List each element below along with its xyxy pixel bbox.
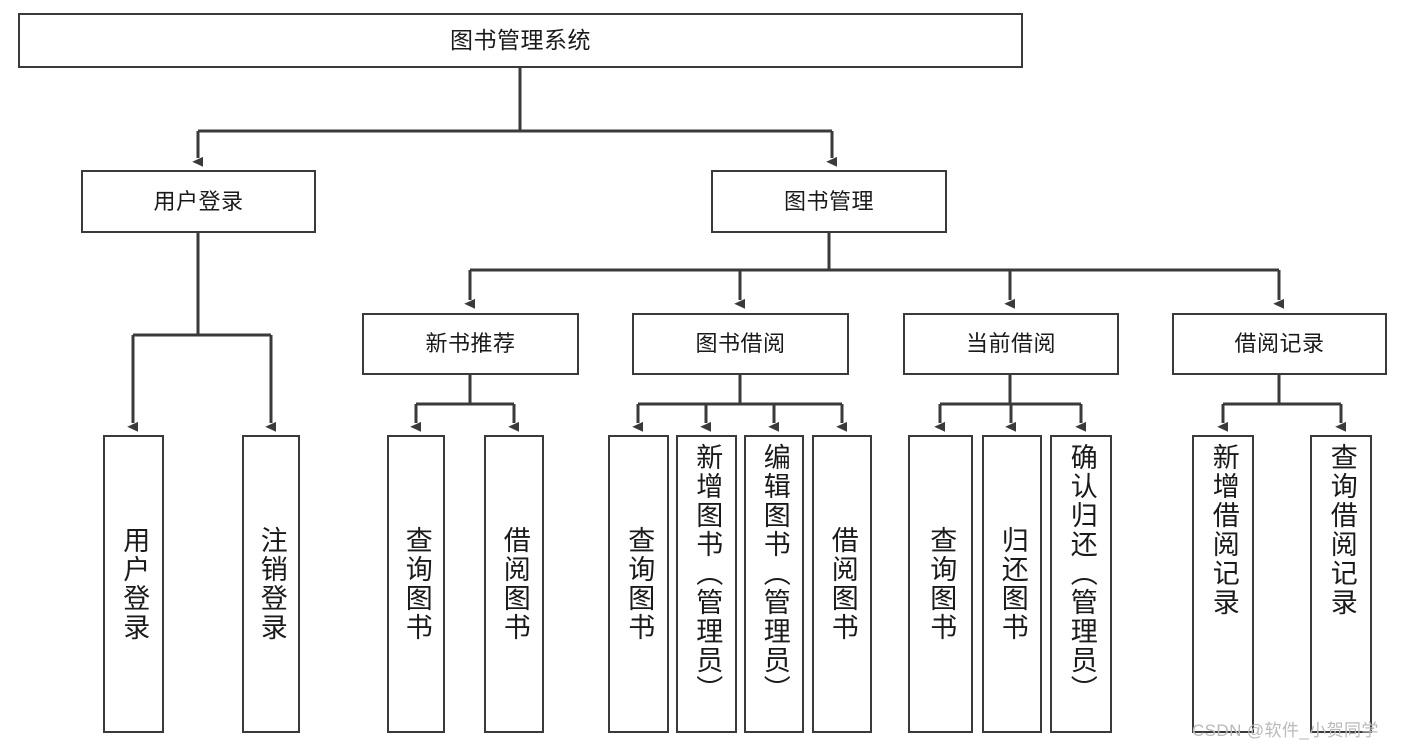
node-label: 用户登录 [119, 526, 150, 642]
node-label: 查询图书 [926, 526, 957, 642]
node-label: 借阅图书 [499, 526, 530, 642]
node-leaf-add-record[interactable]: 新增借阅记录 [1192, 435, 1254, 733]
node-user-login[interactable]: 用户登录 [81, 170, 316, 233]
node-leaf-query-record[interactable]: 查询借阅记录 [1310, 435, 1372, 733]
node-label: 查询图书 [401, 526, 432, 642]
node-label: 查询图书 [624, 526, 655, 642]
node-leaf-confirm-return[interactable]: 确认归还（管理员） [1050, 435, 1112, 733]
node-label: 当前借阅 [965, 331, 1056, 357]
node-leaf-borrow-book-1[interactable]: 借阅图书 [484, 435, 544, 733]
node-label: 编辑图书（管理员） [759, 443, 790, 704]
node-new-book-rec[interactable]: 新书推荐 [362, 313, 579, 375]
node-label: 新增借阅记录 [1208, 443, 1239, 617]
node-leaf-query-book-3[interactable]: 查询图书 [908, 435, 973, 733]
node-leaf-add-book[interactable]: 新增图书（管理员） [676, 435, 737, 733]
node-leaf-user-login[interactable]: 用户登录 [103, 435, 164, 733]
watermark: CSDN @软件_小贺同学 [1192, 721, 1379, 740]
node-book-borrow[interactable]: 图书借阅 [632, 313, 849, 375]
node-label: 借阅图书 [827, 526, 858, 642]
node-label: 新书推荐 [425, 331, 516, 357]
node-book-manage[interactable]: 图书管理 [711, 170, 947, 233]
node-label: 用户登录 [153, 188, 244, 214]
node-leaf-query-book-1[interactable]: 查询图书 [387, 435, 445, 733]
node-label: 查询借阅记录 [1326, 443, 1357, 617]
node-root[interactable]: 图书管理系统 [18, 13, 1023, 68]
node-borrow-record[interactable]: 借阅记录 [1172, 313, 1387, 375]
node-label: 图书管理系统 [450, 27, 591, 54]
node-label: 借阅记录 [1234, 331, 1325, 357]
node-leaf-query-book-2[interactable]: 查询图书 [608, 435, 669, 733]
node-leaf-borrow-book-2[interactable]: 借阅图书 [812, 435, 872, 733]
node-label: 注销登录 [256, 526, 287, 642]
node-label: 图书借阅 [695, 331, 786, 357]
node-leaf-logout[interactable]: 注销登录 [242, 435, 300, 733]
node-leaf-edit-book[interactable]: 编辑图书（管理员） [744, 435, 804, 733]
node-label: 归还图书 [997, 526, 1028, 642]
node-label: 图书管理 [783, 188, 874, 214]
node-label: 新增图书（管理员） [692, 443, 723, 704]
node-current-borrow[interactable]: 当前借阅 [903, 313, 1119, 375]
node-leaf-return-book[interactable]: 归还图书 [982, 435, 1042, 733]
node-label: 确认归还（管理员） [1066, 443, 1097, 704]
